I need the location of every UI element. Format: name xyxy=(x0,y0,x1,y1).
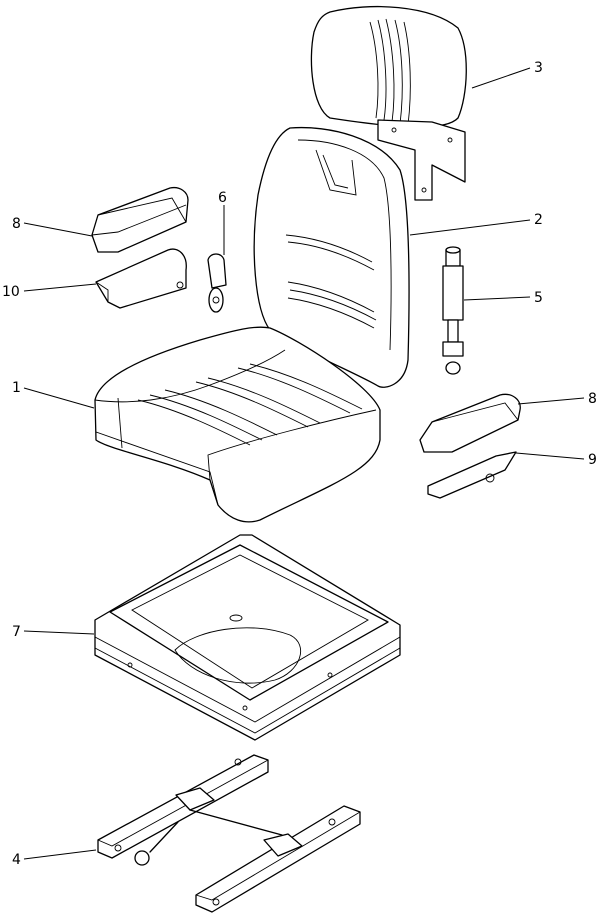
callout-10: 10 xyxy=(2,284,20,300)
callout-5: 5 xyxy=(534,290,543,306)
damper-shock-part xyxy=(442,246,464,375)
lever-handle-part xyxy=(207,253,227,313)
leader-lines xyxy=(23,67,585,860)
armrest-pad-right xyxy=(419,393,521,453)
callout-6: 6 xyxy=(218,190,227,206)
armrest-bracket-left xyxy=(95,248,187,309)
seat-cushion-part xyxy=(94,326,381,523)
callout-2: 2 xyxy=(534,212,543,228)
callout-7: 7 xyxy=(12,624,21,640)
headrest-part xyxy=(310,5,467,201)
callout-8-left: 8 xyxy=(12,216,21,232)
callout-3: 3 xyxy=(534,60,543,76)
callout-1: 1 xyxy=(12,380,21,396)
backrest-part xyxy=(253,126,410,388)
armrest-pad-left xyxy=(91,186,189,253)
suspension-base-part xyxy=(94,534,401,741)
armrest-bracket-right xyxy=(427,451,517,499)
callout-9: 9 xyxy=(588,452,597,468)
callout-8-right: 8 xyxy=(588,391,597,407)
slide-rails-part xyxy=(97,754,361,913)
callout-4: 4 xyxy=(12,852,21,868)
